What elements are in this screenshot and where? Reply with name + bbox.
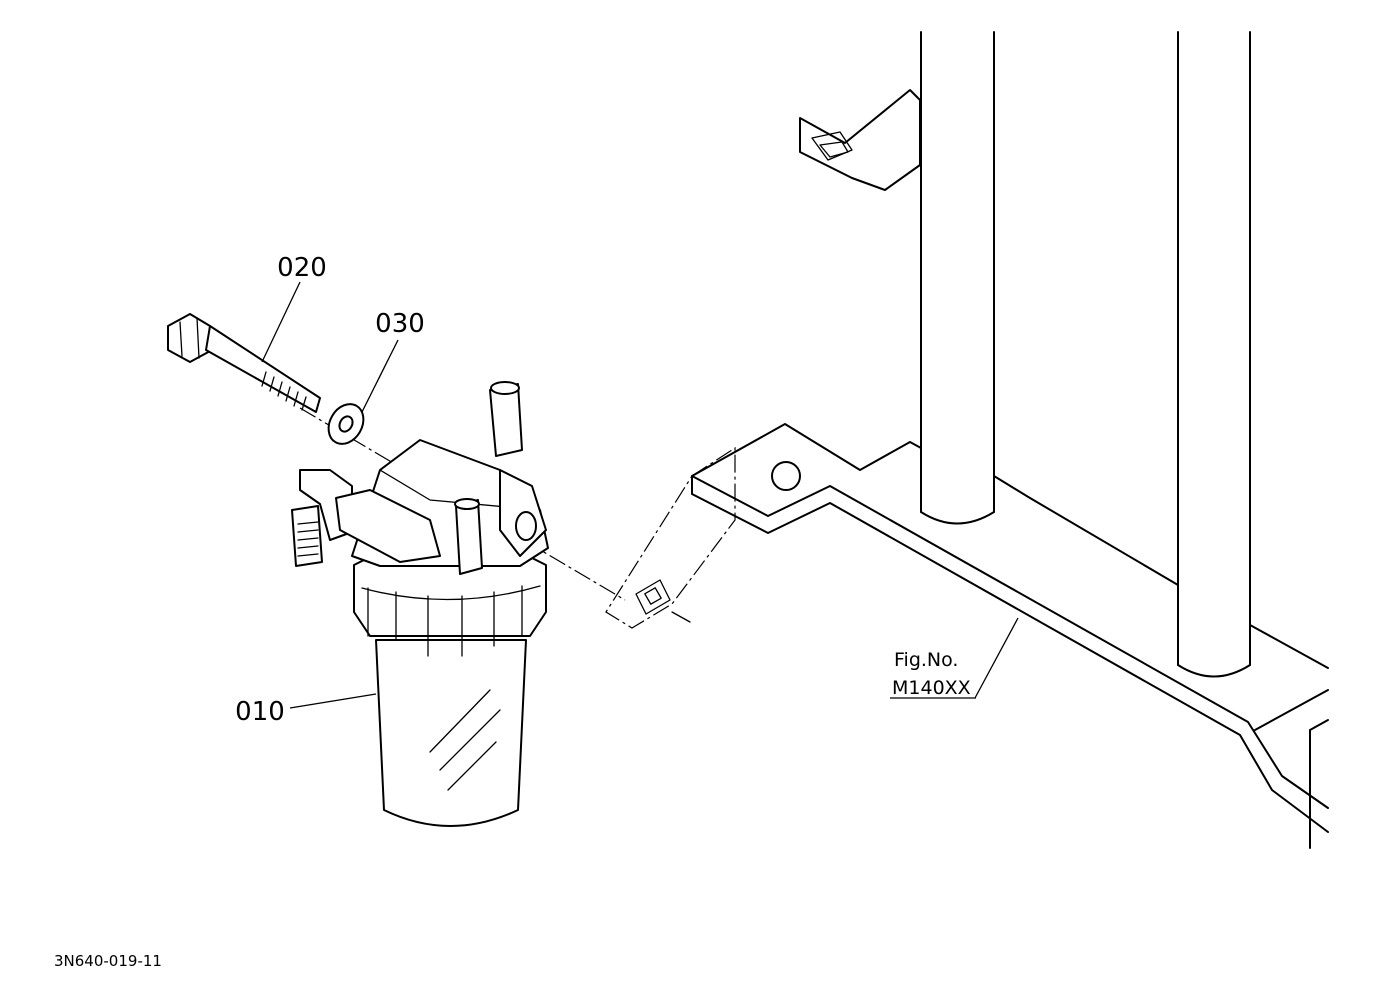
bolt-part-020 xyxy=(167,313,321,413)
fig-ref-line2: M140XX xyxy=(892,677,971,699)
leader-line-020 xyxy=(261,281,301,363)
washer-part-030 xyxy=(327,403,365,445)
leader-line-010 xyxy=(289,693,377,709)
leader-line-fig-ref xyxy=(974,617,1019,699)
callout-label-020: 020 xyxy=(277,253,327,283)
drawing-number: 3N640-019-11 xyxy=(54,952,162,970)
callout-label-030: 030 xyxy=(375,309,425,339)
fig-ref-line1: Fig.No. xyxy=(894,649,958,671)
fuel-filter-part-010 xyxy=(291,381,549,827)
callout-label-010: 010 xyxy=(235,697,285,727)
leader-line-030 xyxy=(361,339,399,413)
frame-assembly xyxy=(605,31,1329,849)
